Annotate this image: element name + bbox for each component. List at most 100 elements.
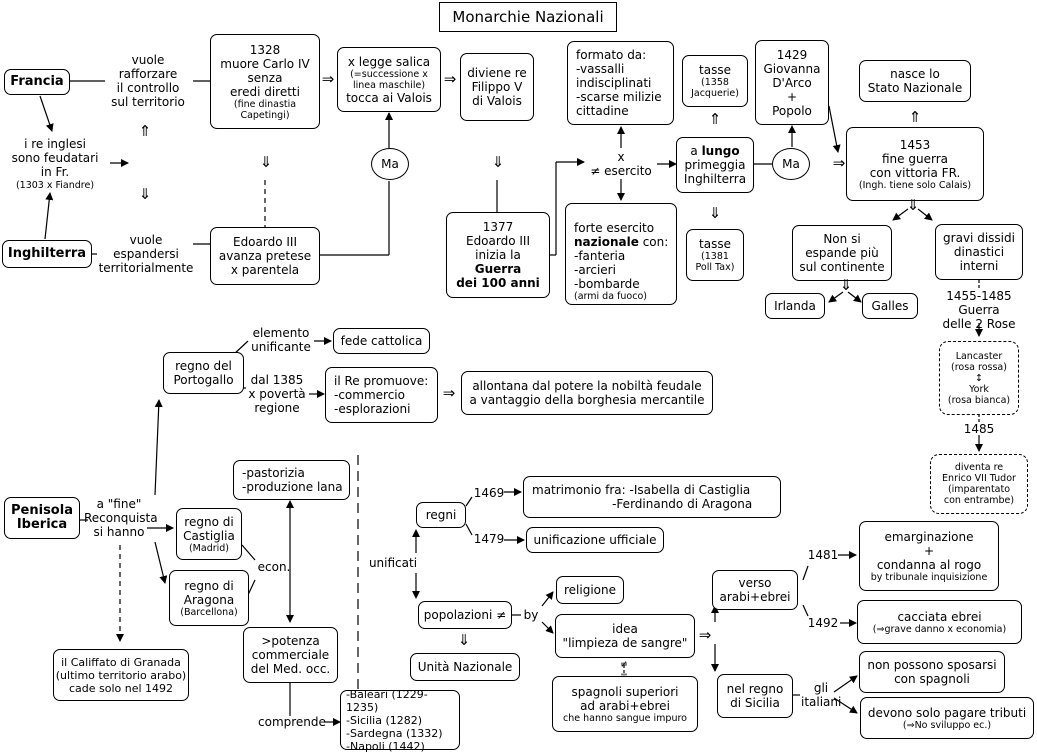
tasse-1381-text: tasse bbox=[699, 237, 731, 251]
edoardo-1377-text: 1377 Edoardo III inizia la bbox=[465, 220, 530, 262]
vuole-espandersi-text: vuole espandersi territorialmente bbox=[98, 233, 194, 275]
guerra-2-rose-text: 1455-1485 Guerra delle 2 Rose bbox=[942, 289, 1016, 331]
giovanna-darco-node: 1429 Giovanna D'Arco + Popolo bbox=[755, 40, 829, 125]
double-arrow-down-icon: ⇓ bbox=[839, 276, 853, 294]
matrimonio-node: matrimonio fra: -Isabella di Castiglia -… bbox=[523, 476, 781, 518]
primeggia-text: primeggia Inghilterra bbox=[683, 158, 747, 186]
spagnoli-note: che hanno sangue impuro bbox=[563, 712, 687, 724]
aragona-text: regno di Aragona bbox=[183, 578, 235, 607]
limpieza-node: idea "limpieza de sangre" bbox=[555, 614, 695, 658]
unificati-text: unificati bbox=[368, 556, 418, 570]
non-espande-node: Non si espande più sul continente bbox=[792, 225, 892, 281]
verso-arabi-node: verso arabi+ebrei bbox=[712, 570, 798, 610]
forte-text-nazionale: nazionale bbox=[574, 234, 639, 249]
aragona-note: (Barcellona) bbox=[180, 606, 238, 618]
non-sposarsi-node: non possono sposarsi con spagnoli bbox=[859, 651, 1005, 693]
legge-salica-node: x legge salica (=successione x linea mas… bbox=[337, 47, 441, 112]
double-arrow-down-icon: ⇓ bbox=[138, 185, 152, 203]
tasse-1358-node: tasse (1358 Jacquerie) bbox=[682, 55, 748, 107]
double-arrow-down-icon: ⇓ bbox=[708, 204, 722, 222]
double-arrow-right-icon: ⇒ bbox=[321, 70, 335, 88]
forte-text-1: forte esercito bbox=[574, 220, 655, 235]
cacciata-text: cacciata ebrei bbox=[897, 609, 982, 624]
double-arrow-up-icon: ⇑ bbox=[138, 122, 152, 140]
esercito-text: x ≠ esercito bbox=[590, 150, 652, 178]
by-text: by bbox=[523, 608, 539, 622]
vuole-rafforzare-text: vuole rafforzare il controllo sul territ… bbox=[111, 53, 185, 109]
spagnoli-text: spagnoli superiori ad arabi+ebrei bbox=[571, 684, 679, 713]
anno-1481-text: 1481 bbox=[807, 548, 839, 562]
penisola-iberica-node: Penisola Iberica bbox=[4, 497, 80, 539]
spagnoli-superiori-node: spagnoli superiori ad arabi+ebrei che ha… bbox=[552, 676, 698, 732]
re-inglesi-text: i re inglesi sono feudatari in Fr. bbox=[11, 137, 99, 179]
fine-guerra-text: 1453 fine guerra con vittoria FR. bbox=[869, 137, 961, 180]
anno-1469-text: 1469 bbox=[473, 486, 505, 500]
aragona-node: regno di Aragona (Barcellona) bbox=[169, 570, 249, 626]
salica-note: (=successione x linea maschile) bbox=[350, 68, 428, 91]
lancaster-york-node: Lancaster (rosa rossa) ↕ York (rosa bian… bbox=[939, 341, 1019, 415]
tasse-1381-note: (1381 Poll Tax) bbox=[695, 251, 735, 273]
econ-text: econ. bbox=[257, 560, 291, 574]
double-arrow-down-icon: ⇓ bbox=[906, 196, 920, 214]
inghilterra-node: Inghilterra bbox=[2, 240, 92, 268]
lungo-primeggia-node: a lungo primeggia Inghilterra bbox=[676, 137, 754, 193]
anno-1479-text: 1479 bbox=[473, 532, 505, 546]
cacciata-note: (⇒grave danno x economia) bbox=[872, 623, 1007, 635]
carlo-iv-node: 1328 muore Carlo IV senza eredi diretti … bbox=[210, 34, 320, 129]
double-arrow-up-icon: ⇑ bbox=[908, 108, 922, 126]
tasse-1358-text: tasse bbox=[699, 63, 731, 77]
popolazioni-node: popolazioni ≠ bbox=[418, 601, 512, 629]
califfato-node: il Califfato di Granada (ultimo territor… bbox=[53, 649, 189, 701]
formato-da-node: formato da: -vassalli indisciplinati -sc… bbox=[567, 41, 674, 125]
portogallo-node: regno del Portogallo bbox=[163, 352, 244, 394]
forte-note: (armi da fuoco) bbox=[574, 290, 647, 302]
lungo-text-bold: lungo bbox=[701, 144, 740, 158]
equivalence-icon: ≠ = bbox=[620, 659, 628, 681]
page-title: Monarchie Nazionali bbox=[439, 2, 617, 32]
cacciata-ebrei-node: cacciata ebrei (⇒grave danno x economia) bbox=[857, 600, 1022, 644]
double-arrow-down-icon: ⇓ bbox=[259, 153, 273, 171]
double-arrow-right-icon: ⇒ bbox=[832, 154, 846, 172]
allontana-nobilta-node: allontana dal potere la nobiltà feudale … bbox=[461, 371, 713, 415]
anno-1492-text: 1492 bbox=[807, 616, 839, 630]
fine-reconquista-text: a "fine" Reconquista si hanno bbox=[84, 497, 158, 539]
gli-italiani-text: gli italiani bbox=[801, 681, 842, 709]
forte-text-3: con: -fanteria -arcieri -bombarde bbox=[574, 234, 669, 291]
double-arrow-right-icon: ⇒ bbox=[442, 384, 456, 402]
elemento-unificante-text: elemento unificante bbox=[251, 326, 311, 354]
fede-cattolica-node: fede cattolica bbox=[333, 328, 430, 354]
tributi-note: (⇒No sviluppo ec.) bbox=[902, 719, 992, 731]
re-inglesi-note: (1303 x Fiandre) bbox=[15, 180, 95, 191]
stato-nazionale-node: nasce lo Stato Nazionale bbox=[859, 60, 971, 102]
salica-valois: tocca ai Valois bbox=[346, 90, 432, 105]
castiglia-text: regno di Castiglia bbox=[183, 514, 235, 543]
dissidi-node: gravi dissidi dinastici interni bbox=[935, 224, 1023, 280]
emarginazione-node: emarginazione + condanna al rogo by trib… bbox=[859, 521, 999, 591]
guerra-text: Guerra dei 100 anni bbox=[456, 262, 540, 290]
dal-1385-text: dal 1385 x povertà regione bbox=[248, 373, 306, 415]
irlanda-node: Irlanda bbox=[765, 293, 825, 319]
potenza-commerciale-node: >potenza commerciale del Med. occ. bbox=[243, 627, 338, 683]
ma-ellipse-2: Ma bbox=[772, 148, 810, 180]
carlo-iv-text: 1328 muore Carlo IV senza eredi diretti bbox=[220, 42, 310, 99]
fine-guerra-node: 1453 fine guerra con vittoria FR. (Ingh.… bbox=[846, 127, 984, 201]
lungo-text-a: a bbox=[690, 144, 702, 158]
double-arrow-down-icon: ⇓ bbox=[491, 153, 505, 171]
tasse-1358-note: (1358 Jacquerie) bbox=[691, 77, 739, 99]
guerra-100-anni-node: 1377 Edoardo III inizia la Guerra dei 10… bbox=[446, 212, 550, 298]
unificazione-node: unificazione ufficiale bbox=[526, 527, 664, 553]
double-arrow-up-icon: ⇑ bbox=[708, 110, 722, 128]
unita-nazionale-node: Unità Nazionale bbox=[410, 653, 520, 681]
castiglia-note: (Madrid) bbox=[188, 542, 230, 554]
anno-1485-text: 1485 bbox=[963, 422, 995, 436]
galles-node: Galles bbox=[862, 293, 918, 319]
francia-node: Francia bbox=[4, 69, 70, 95]
tudor-node: diventa re Enrico VII Tudor (imparentato… bbox=[930, 454, 1028, 514]
double-arrow-right-icon: ⇒ bbox=[698, 626, 712, 644]
emarginazione-text: emarginazione + condanna al rogo bbox=[876, 529, 982, 572]
filippo-node: diviene re Filippo V di Valois bbox=[460, 53, 534, 121]
carlo-iv-note: (fine dinastia Capetingi) bbox=[233, 98, 297, 121]
